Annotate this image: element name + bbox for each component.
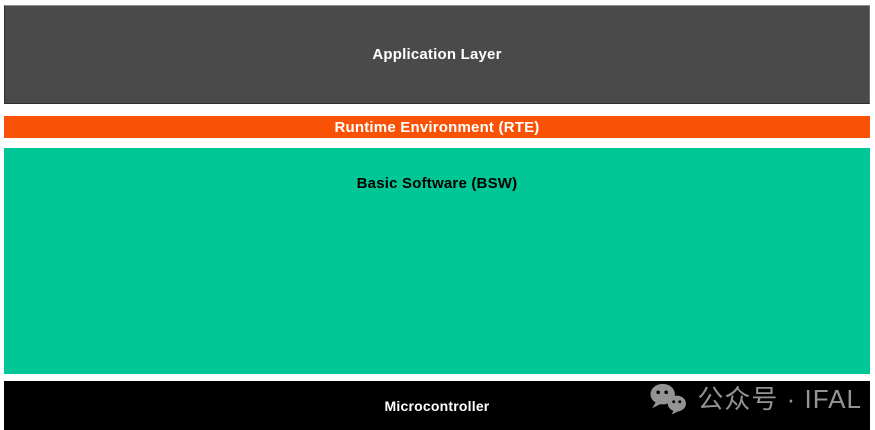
layer-bsw: Basic Software (BSW) xyxy=(4,148,870,374)
layer-microcontroller: Microcontroller xyxy=(4,381,870,430)
layer-rte: Runtime Environment (RTE) xyxy=(4,116,870,138)
watermark: 公众号 · IFAL xyxy=(649,383,862,415)
layer-rte-label: Runtime Environment (RTE) xyxy=(334,118,540,136)
layer-microcontroller-label: Microcontroller xyxy=(384,397,490,414)
layer-application-label: Application Layer xyxy=(372,46,502,63)
layer-bsw-label: Basic Software (BSW) xyxy=(356,175,518,192)
wechat-icon xyxy=(649,383,688,415)
layer-application: Application Layer xyxy=(4,5,870,104)
watermark-text: 公众号 · IFAL xyxy=(697,384,862,414)
